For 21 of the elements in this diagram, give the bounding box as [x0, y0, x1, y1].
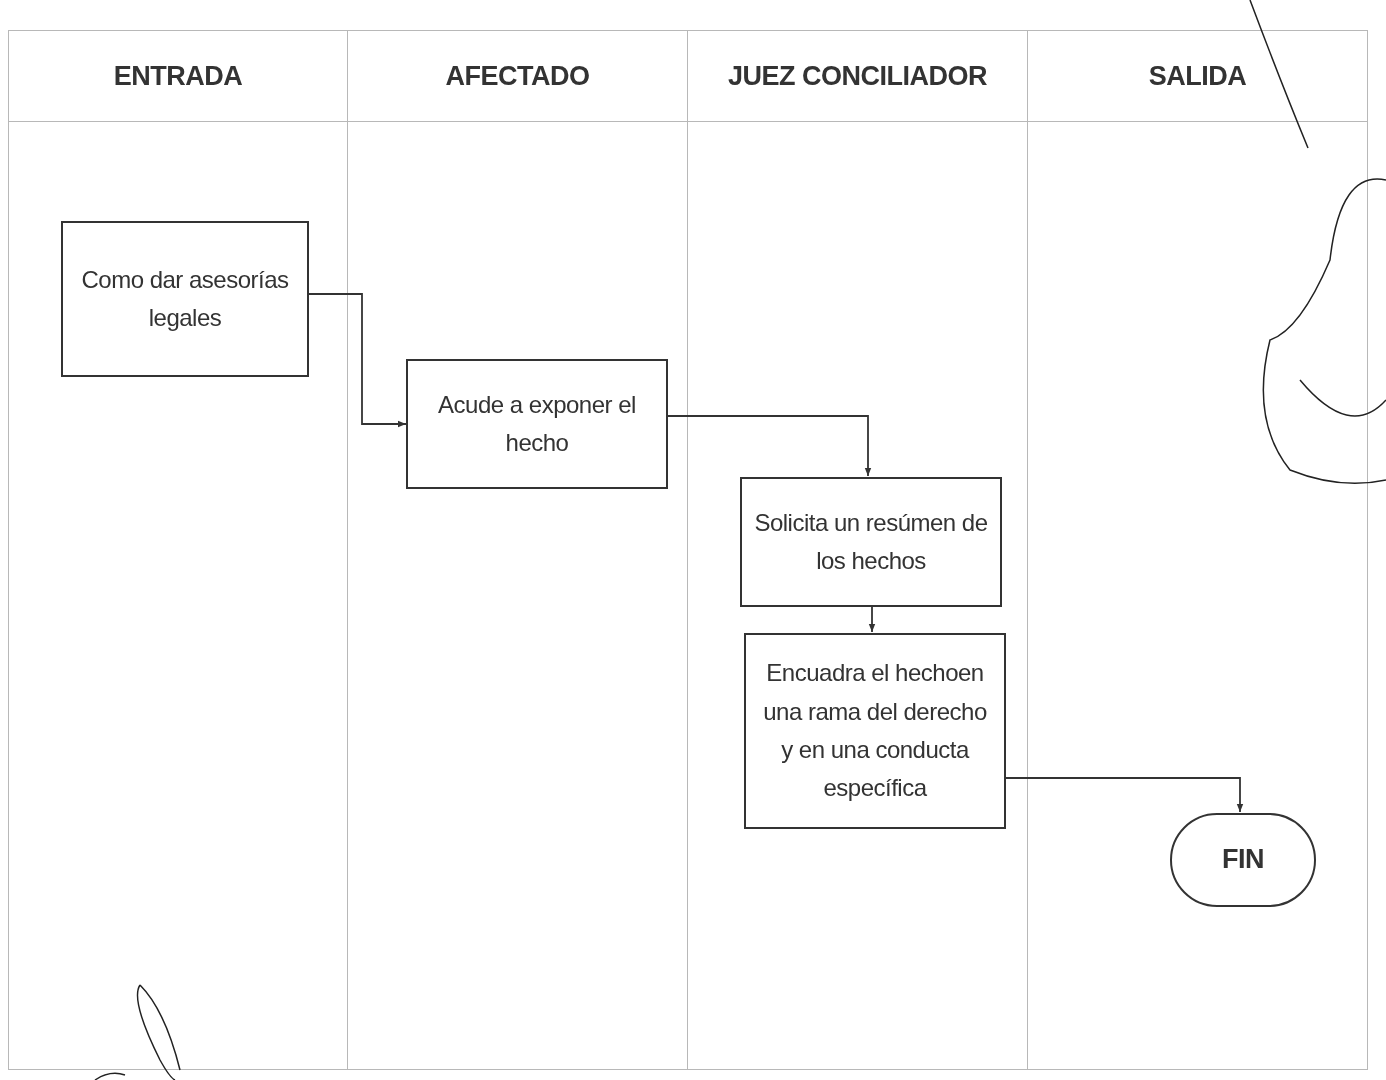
lane-title: SALIDA [1148, 60, 1247, 92]
node-text: Acude a exponer el hecho [437, 389, 637, 458]
process-box [744, 633, 1006, 829]
arrow [667, 415, 872, 477]
node-text: Encuadra el hechoen una rama del derecho y en una conducta específica [762, 658, 988, 804]
arrow [307, 293, 407, 428]
lane-title: ENTRADA [113, 60, 243, 92]
node-text: Solicita un resúmen de los hechos [753, 507, 989, 576]
swimlane [348, 30, 688, 1070]
swimlane [688, 30, 1028, 1070]
process-box [406, 359, 668, 489]
arrow [1005, 777, 1244, 813]
process-box [61, 221, 309, 377]
process-box [740, 477, 1002, 607]
lane-title: AFECTADO [445, 60, 590, 92]
lane-title: JUEZ CONCILIADOR [728, 60, 987, 92]
arrow [868, 605, 876, 633]
node-text: Como dar asesorías legales [80, 264, 290, 333]
swimlane [1028, 30, 1368, 1070]
node-text: FIN [1222, 843, 1264, 877]
swimlane [8, 30, 348, 1070]
